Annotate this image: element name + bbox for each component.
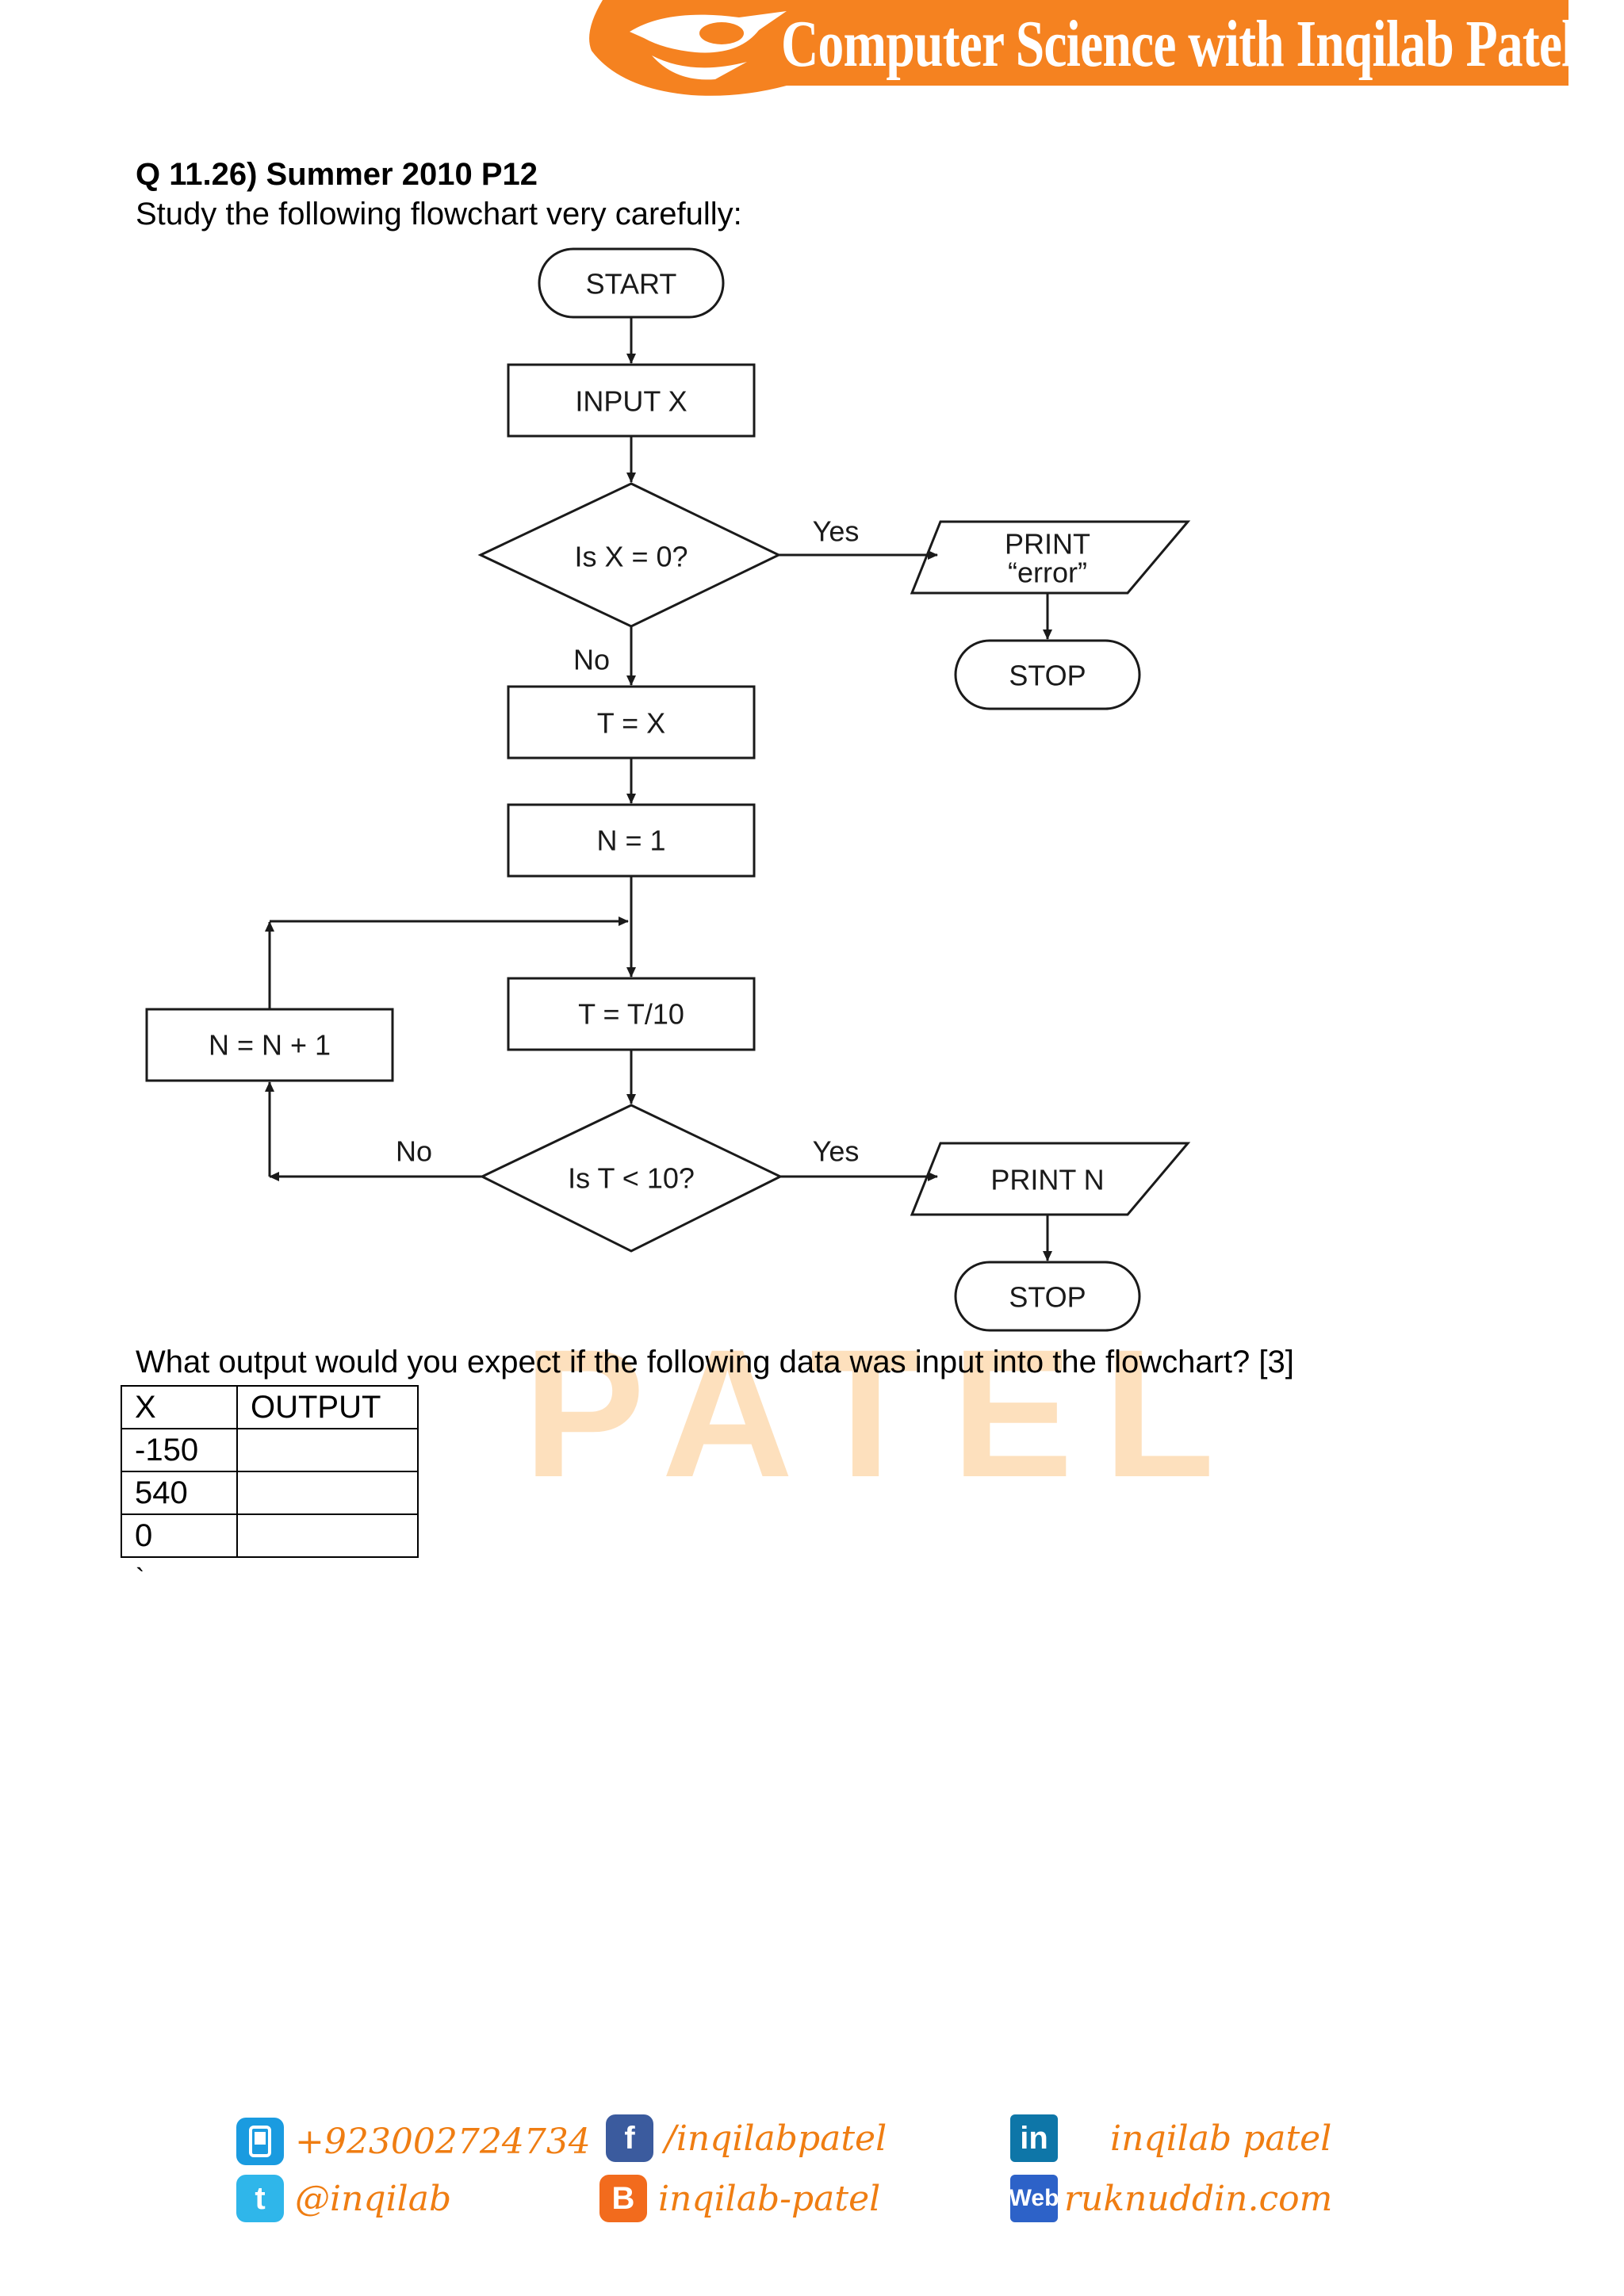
web-url: ruknuddin.com: [1064, 2178, 1333, 2219]
blogger-icon: B: [599, 2175, 647, 2222]
yes2-label: Yes: [813, 1135, 860, 1168]
print-error-output: [910, 520, 1191, 595]
stop-terminator-2: [954, 1261, 1141, 1332]
assign-t-label: T = X: [597, 707, 665, 740]
flowchart-diagram: START INPUT X Is X = 0? PRINT “error” ST…: [145, 247, 1191, 1332]
table-row: 0: [121, 1513, 419, 1558]
table-row: -150: [121, 1428, 419, 1472]
row-output-cell[interactable]: [236, 1428, 419, 1472]
header-x: X: [121, 1385, 238, 1429]
stop1-label: STOP: [1009, 660, 1086, 692]
linkedin-icon: in: [1010, 2114, 1058, 2162]
decision-t-less-10: [479, 1104, 783, 1253]
input-label: INPUT X: [575, 385, 687, 418]
footer-facebook[interactable]: f /inqilabpatel: [606, 2112, 887, 2164]
stray-mark: `: [136, 1563, 145, 1594]
question-prompt: What output would you expect if the foll…: [136, 1345, 1294, 1380]
row-output-cell[interactable]: [236, 1471, 419, 1515]
footer-twitter[interactable]: t @inqilab: [236, 2172, 451, 2225]
table-header-row: X OUTPUT: [121, 1385, 419, 1429]
twitter-handle: @inqilab: [295, 2178, 452, 2219]
decision1-label: Is X = 0?: [574, 541, 688, 573]
row-x-cell: -150: [121, 1428, 238, 1472]
divide-t-process: [507, 977, 756, 1051]
twitter-icon: t: [236, 2175, 284, 2222]
stop-terminator-1: [954, 639, 1141, 710]
print-n-output: [910, 1142, 1191, 1216]
table-row: 540: [121, 1471, 419, 1515]
increment-label: N = N + 1: [209, 1029, 331, 1062]
footer-blogger[interactable]: B inqilab-patel: [599, 2172, 880, 2225]
footer-linkedin[interactable]: in inqilab patel: [1010, 2112, 1331, 2164]
phone-number: +923002724734: [295, 2121, 591, 2162]
linkedin-name: inqilab patel: [1110, 2118, 1332, 2159]
start-label: START: [586, 268, 677, 300]
answer-table: X OUTPUT -150 540 0: [121, 1385, 419, 1558]
row-output-cell[interactable]: [236, 1513, 419, 1558]
no1-label: No: [573, 644, 610, 676]
yes1-label: Yes: [813, 515, 860, 548]
row-x-cell: 540: [121, 1471, 238, 1515]
footer-phone[interactable]: +923002724734: [236, 2115, 591, 2168]
assign-n-process: [507, 803, 756, 878]
header-banner: [588, 0, 1568, 98]
question-title: Q 11.26) Summer 2010 P12: [136, 157, 538, 192]
assign-t-process: [507, 685, 756, 760]
facebook-handle: /inqilabpatel: [665, 2118, 887, 2159]
print-error-line1: PRINT: [1005, 528, 1090, 561]
decision2-label: Is T < 10?: [568, 1162, 695, 1195]
web-icon: Web: [1009, 2175, 1059, 2222]
stop2-label: STOP: [1009, 1281, 1086, 1314]
question-instruction: Study the following flowchart very caref…: [136, 197, 742, 232]
phone-icon: [236, 2118, 284, 2165]
facebook-icon: f: [606, 2114, 653, 2162]
footer-web[interactable]: Web ruknuddin.com: [1009, 2172, 1333, 2225]
divide-label: T = T/10: [578, 998, 684, 1031]
assign-n-label: N = 1: [596, 825, 665, 857]
banner-background: [589, 0, 1568, 96]
print-error-line2: “error”: [1008, 557, 1087, 589]
row-x-cell: 0: [121, 1513, 238, 1558]
no2-label: No: [396, 1135, 432, 1168]
input-process: [507, 363, 756, 438]
print-n-label: PRINT N: [990, 1164, 1104, 1196]
blogger-handle: inqilab-patel: [658, 2178, 881, 2219]
header-output: OUTPUT: [236, 1385, 419, 1429]
brand-logo-icon: [630, 11, 787, 80]
